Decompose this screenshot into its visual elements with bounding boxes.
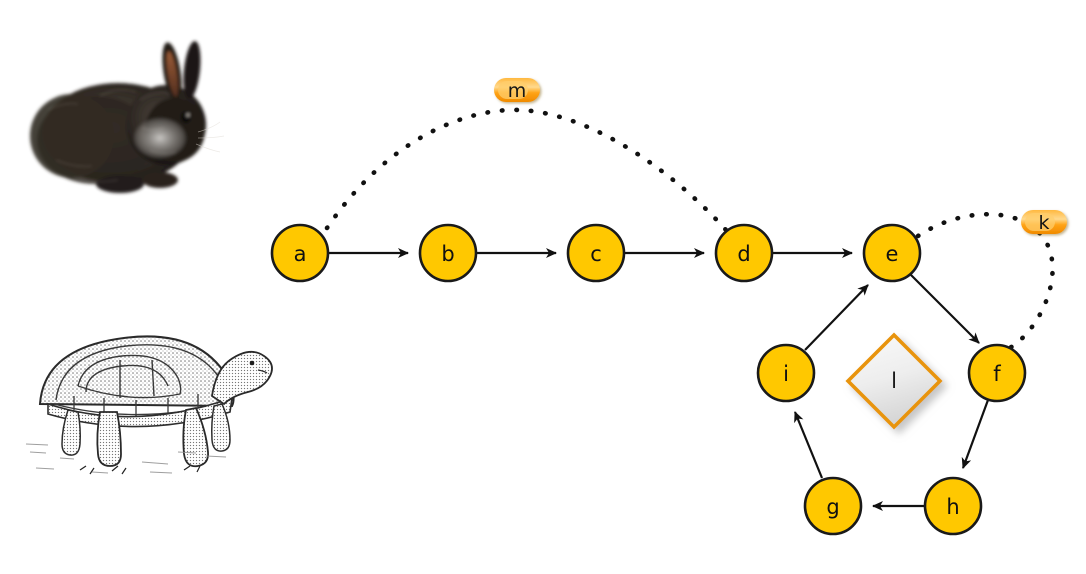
- node-e-shape[interactable]: [862, 223, 922, 283]
- badge-m-label: m: [508, 80, 527, 102]
- node-c-shape[interactable]: [566, 223, 626, 283]
- node-c[interactable]: c: [566, 223, 626, 283]
- edge-e-f: [910, 274, 980, 344]
- node-h-label: h: [946, 495, 959, 519]
- nodes: a b c d e f h: [270, 223, 1027, 536]
- node-e-label: e: [886, 242, 899, 266]
- edge-a-d-dotted: [324, 107, 729, 233]
- dotted-edges: [324, 107, 1055, 352]
- node-c-label: c: [590, 242, 602, 266]
- node-i[interactable]: i: [756, 343, 816, 403]
- node-d[interactable]: d: [714, 223, 774, 283]
- tortoise-illustration: [25, 335, 273, 475]
- edge-i-e: [804, 284, 869, 351]
- node-f[interactable]: f: [967, 343, 1027, 403]
- node-b-shape[interactable]: [418, 223, 478, 283]
- node-b-label: b: [441, 242, 454, 266]
- node-l-label: l: [891, 369, 897, 393]
- node-a-shape[interactable]: [270, 223, 330, 283]
- badge-k-inner: [1025, 213, 1055, 231]
- solid-edges: [329, 248, 990, 511]
- node-l[interactable]: l: [845, 332, 943, 430]
- node-g-shape[interactable]: [803, 476, 863, 536]
- node-g-label: g: [826, 495, 839, 519]
- node-a[interactable]: a: [270, 223, 330, 283]
- node-f-label: f: [993, 362, 1001, 386]
- edge-f-h: [961, 399, 990, 469]
- edge-e-f-dotted: [915, 212, 1055, 352]
- node-i-shape[interactable]: [756, 343, 816, 403]
- node-h[interactable]: h: [923, 476, 983, 536]
- badge-m-inner: [498, 81, 528, 99]
- node-f-shape[interactable]: [967, 343, 1027, 403]
- node-g[interactable]: g: [803, 476, 863, 536]
- node-h-shape[interactable]: [923, 476, 983, 536]
- edge-label-badges: m k: [494, 78, 1067, 234]
- node-l-shape[interactable]: [845, 332, 943, 430]
- node-e[interactable]: e: [862, 223, 922, 283]
- badge-m[interactable]: m: [494, 78, 540, 102]
- rabbit-photo: [30, 41, 225, 193]
- node-b[interactable]: b: [418, 223, 478, 283]
- node-i-label: i: [783, 362, 789, 386]
- node-d-label: d: [737, 242, 750, 266]
- badge-k-label: k: [1038, 212, 1049, 234]
- node-a-label: a: [294, 242, 307, 266]
- badge-k[interactable]: k: [1021, 210, 1067, 234]
- node-d-shape[interactable]: [714, 223, 774, 283]
- edge-g-i: [793, 411, 824, 479]
